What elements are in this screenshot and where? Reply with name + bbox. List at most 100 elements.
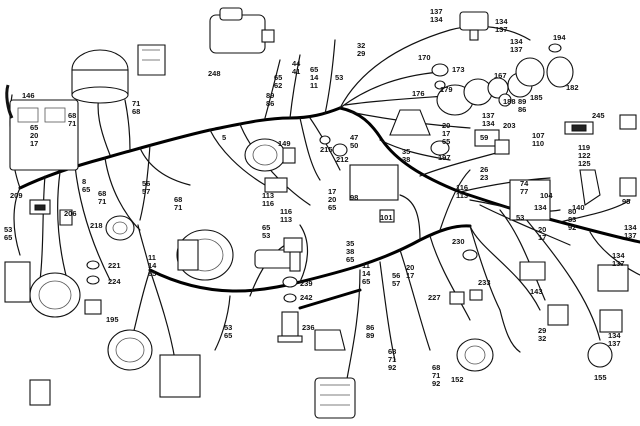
callout-line: 71: [174, 203, 182, 212]
callout-line: 134: [495, 17, 508, 26]
sensor-209-part: [29, 199, 51, 215]
callout-176: 176: [412, 89, 425, 98]
socket-173-part: [434, 80, 446, 90]
callout-line: 221: [108, 261, 121, 270]
callout-line: 236: [302, 323, 315, 332]
callout-line: 242: [300, 293, 313, 302]
callout-line: 92: [568, 223, 576, 232]
callout-line: 53: [4, 225, 12, 234]
callout-line: 44: [292, 59, 301, 68]
callout-line: 206: [64, 209, 77, 218]
callout-line: 65: [362, 277, 370, 286]
callout-236: 236: [302, 323, 315, 332]
callout-line: 137: [612, 259, 625, 268]
callout-line: 101: [380, 213, 393, 222]
callout-line: 14: [148, 261, 157, 270]
callout-line: 143: [530, 287, 543, 296]
bracket-right-4-part: [619, 177, 637, 197]
callout-line: 146: [22, 91, 35, 100]
callout-line: 134: [612, 251, 625, 260]
component-59-part: [494, 139, 510, 155]
callout-line: 122: [578, 151, 591, 160]
bulb-194-part: [548, 43, 562, 53]
callout-line: 155: [594, 373, 607, 382]
callout-239: 239: [300, 279, 313, 288]
component-155-part: [587, 342, 613, 368]
callout-line: 17: [442, 129, 450, 138]
callout-line: 11: [310, 81, 318, 90]
bracket-140-part: [579, 169, 601, 206]
callout-line: 53: [262, 231, 270, 240]
callout-line: 89: [518, 97, 526, 106]
callout-line: 245: [592, 111, 605, 120]
top-left-motor-part: [71, 49, 129, 104]
callout-line: 38: [346, 247, 354, 256]
callout-173: 173: [452, 65, 465, 74]
blower-motor-part: [209, 7, 275, 54]
callout-152: 152: [451, 375, 464, 384]
callout-53: 53: [516, 213, 524, 222]
callout-line: 137: [430, 7, 443, 16]
callout-line: 5: [222, 133, 226, 142]
callout-line: 65: [262, 223, 270, 232]
callout-line: 116: [456, 183, 468, 192]
callout-line: 17: [30, 139, 38, 148]
callout-line: 20: [538, 225, 546, 234]
callout-59: 59: [480, 133, 488, 142]
fog-light-left-part: [29, 272, 81, 318]
callout-line: 17: [328, 187, 336, 196]
callout-line: 137: [608, 339, 621, 348]
connector-227-part: [449, 291, 465, 305]
callout-155: 155: [594, 373, 607, 382]
callout-line: 83: [568, 215, 576, 224]
components: [4, 7, 637, 419]
callout-line: 182: [566, 83, 579, 92]
callout-line: 35: [402, 147, 410, 156]
switch-245-part: [564, 114, 637, 135]
callout-line: 179: [440, 85, 453, 94]
callout-line: 20: [30, 131, 38, 140]
callout-line: 20: [406, 263, 414, 272]
callout-line: 71: [388, 355, 396, 364]
callout-line: 134: [608, 331, 621, 340]
callout-line: 230: [452, 237, 465, 246]
callout-line: 32: [357, 41, 365, 50]
washer-221-part: [86, 260, 100, 270]
callout-line: 11: [362, 261, 370, 270]
relay-98-part: [349, 164, 399, 201]
component-212-part: [332, 143, 348, 157]
callout-line: 57: [142, 187, 150, 196]
relay-101-part: [379, 209, 395, 223]
callout-line: 65: [224, 331, 232, 340]
callout-line: 104: [540, 191, 553, 200]
washer-230-part: [462, 249, 478, 261]
washer-242-part: [283, 293, 297, 303]
callout-line: 134: [534, 203, 547, 212]
bracket-right-3-part: [597, 264, 629, 292]
sensor-left-lower-part: [29, 379, 51, 406]
callout-line: 137: [624, 231, 637, 240]
callout-line: 32: [538, 334, 546, 343]
callout-line: 62: [274, 81, 282, 90]
callout-line: 29: [538, 326, 546, 335]
callout-line: 137: [510, 45, 523, 54]
callout-149: 149: [278, 139, 291, 148]
callout-line: 65: [274, 73, 282, 82]
callout-line: 23: [480, 173, 488, 182]
